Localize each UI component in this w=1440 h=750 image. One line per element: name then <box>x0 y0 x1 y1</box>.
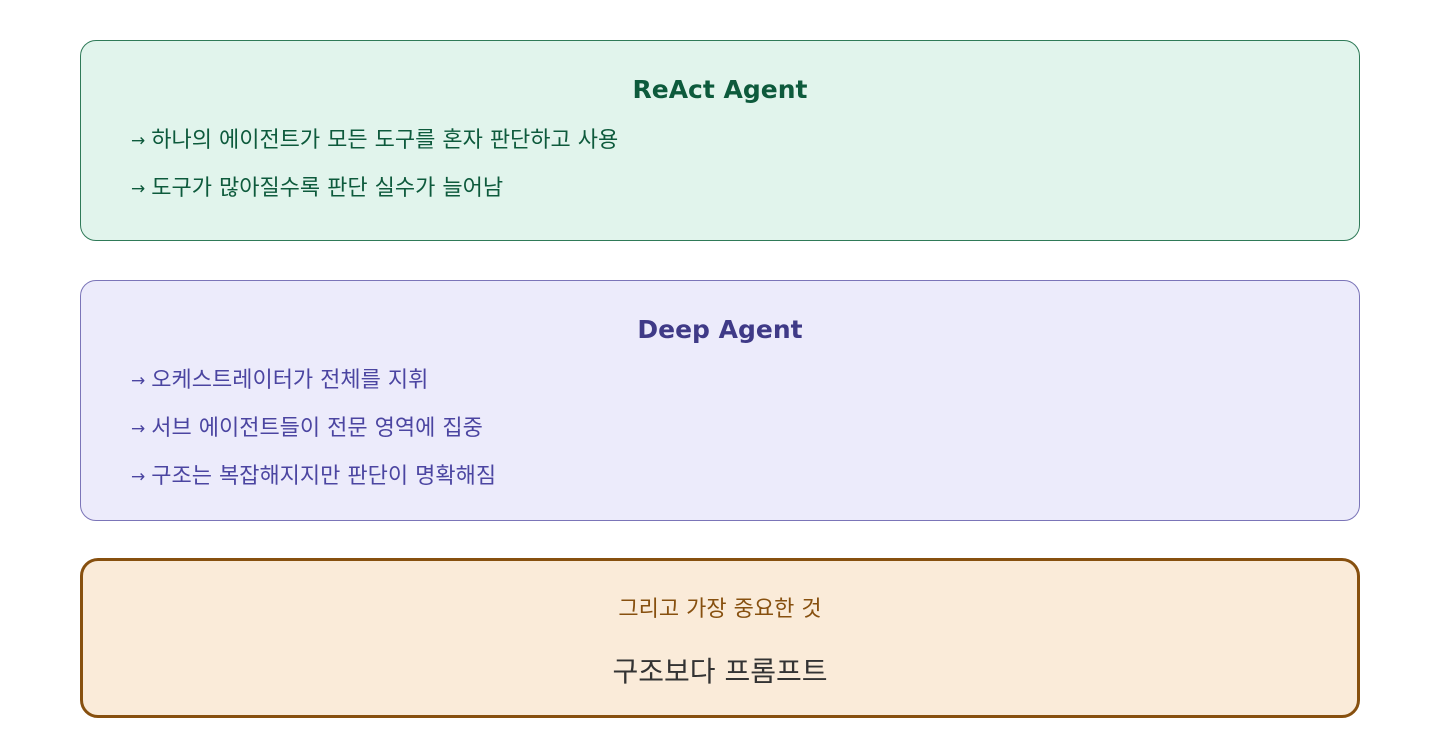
takeaway-headline: 구조보다 프롬프트 <box>612 655 828 688</box>
bullet-text: 구조는 복잡해지지만 판단이 명확해짐 <box>151 464 497 489</box>
list-item: →하나의 에이전트가 모든 도구를 혼자 판단하고 사용 <box>131 125 618 173</box>
arrow-right-icon: → <box>131 371 146 391</box>
list-item: →오케스트레이터가 전체를 지휘 <box>131 365 496 413</box>
key-takeaway-card: 그리고 가장 중요한 것 구조보다 프롬프트 <box>80 558 1360 718</box>
arrow-right-icon: → <box>131 467 146 487</box>
deep-agent-bullet-list: →오케스트레이터가 전체를 지휘 →서브 에이전트들이 전문 영역에 집중 →구… <box>131 365 496 509</box>
bullet-text: 오케스트레이터가 전체를 지휘 <box>151 368 429 393</box>
list-item: →도구가 많아질수록 판단 실수가 늘어남 <box>131 173 618 221</box>
takeaway-subtitle: 그리고 가장 중요한 것 <box>618 597 822 622</box>
bullet-text: 하나의 에이전트가 모든 도구를 혼자 판단하고 사용 <box>151 128 619 153</box>
react-agent-bullet-list: →하나의 에이전트가 모든 도구를 혼자 판단하고 사용 →도구가 많아질수록 … <box>131 125 618 221</box>
bullet-text: 도구가 많아질수록 판단 실수가 늘어남 <box>151 176 504 201</box>
react-agent-title: ReAct Agent <box>632 75 808 104</box>
deep-agent-title: Deep Agent <box>637 315 803 344</box>
deep-agent-card: Deep Agent →오케스트레이터가 전체를 지휘 →서브 에이전트들이 전… <box>80 280 1360 521</box>
arrow-right-icon: → <box>131 419 146 439</box>
list-item: →구조는 복잡해지지만 판단이 명확해짐 <box>131 461 496 509</box>
arrow-right-icon: → <box>131 179 146 199</box>
react-agent-card: ReAct Agent →하나의 에이전트가 모든 도구를 혼자 판단하고 사용… <box>80 40 1360 241</box>
bullet-text: 서브 에이전트들이 전문 영역에 집중 <box>151 416 483 441</box>
list-item: →서브 에이전트들이 전문 영역에 집중 <box>131 413 496 461</box>
arrow-right-icon: → <box>131 131 146 151</box>
